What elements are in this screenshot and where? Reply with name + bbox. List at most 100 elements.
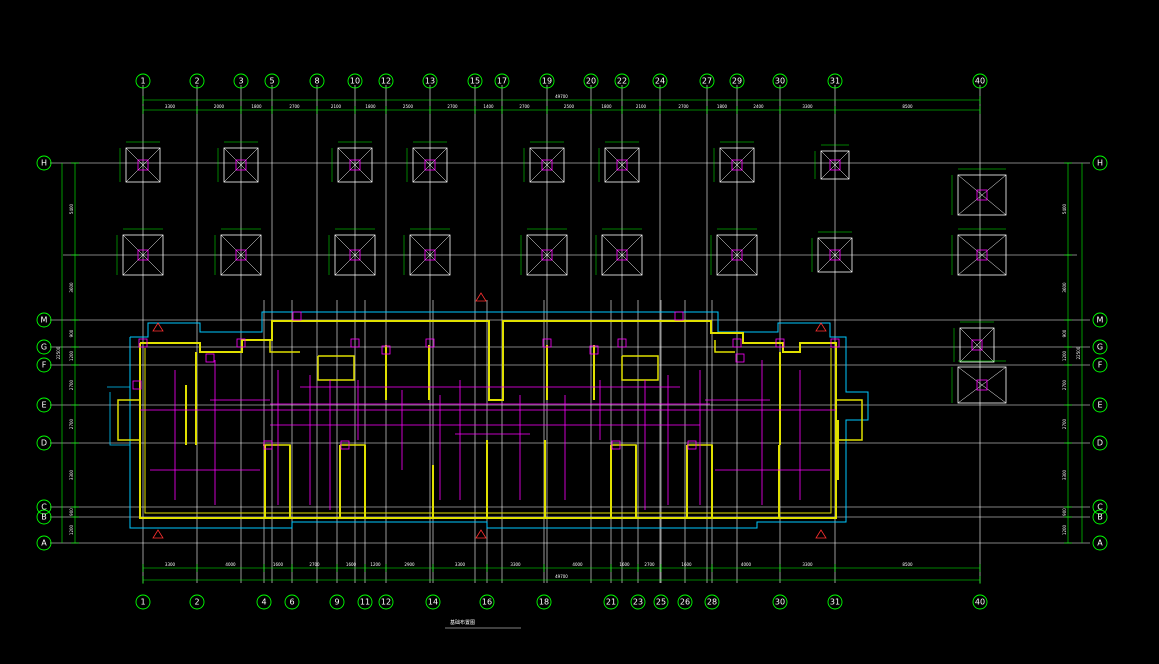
- axis-bubble-circle: [36, 339, 52, 355]
- axis-bubble-top: 22: [614, 73, 630, 89]
- column-stub: [616, 249, 628, 261]
- axis-bubble-top: 40: [972, 73, 988, 89]
- dimension-label: 3300: [1062, 469, 1067, 480]
- axis-bubble-circle: [704, 594, 720, 610]
- axis-bubble-bottom: 21: [603, 594, 619, 610]
- axis-bubble-circle: [36, 397, 52, 413]
- axis-bubble-top: 10: [347, 73, 363, 89]
- axis-bubble-top: 13: [422, 73, 438, 89]
- axis-bubble-label: E: [1097, 401, 1102, 410]
- footing-diagonal: [719, 147, 755, 183]
- axis-bubble-circle: [189, 594, 205, 610]
- footing-outline: [223, 147, 259, 183]
- axis-bubble-label: 21: [606, 598, 616, 607]
- axis-bubble-circle: [1092, 312, 1108, 328]
- drawing-title-block: 基础布置图: [445, 619, 521, 629]
- axis-bubble-circle: [1092, 509, 1108, 525]
- footing-outline: [817, 237, 853, 273]
- axis-bubble-circle: [652, 73, 668, 89]
- building-outline-left-wing: [109, 392, 130, 446]
- dimension-label: 1200: [1062, 350, 1067, 361]
- dimension-label: 1800: [717, 104, 728, 109]
- axis-bubble-circle: [1092, 339, 1108, 355]
- axis-bubble-left: E: [36, 397, 52, 413]
- dimension-label: 1800: [251, 104, 262, 109]
- axis-bubble-right: A: [1092, 535, 1108, 551]
- dimension-label: 1200: [1062, 524, 1067, 535]
- axis-bubble-label: F: [42, 361, 47, 370]
- axis-bubble-left: G: [36, 339, 52, 355]
- dimension-label: 3300: [455, 562, 466, 567]
- wall-pier: [830, 338, 840, 348]
- isolated-footing: [951, 168, 1007, 216]
- axis-bubble-circle: [827, 594, 843, 610]
- axis-bubble-label: D: [1097, 439, 1103, 448]
- dimension-label: 1600: [681, 562, 692, 567]
- axis-bubble-circle: [233, 73, 249, 89]
- axis-bubble-top: 17: [494, 73, 510, 89]
- axis-bubble-circle: [36, 435, 52, 451]
- axis-bubble-label: 22: [617, 77, 627, 86]
- axis-bubble-right: D: [1092, 435, 1108, 451]
- footing-diagonal: [526, 234, 568, 276]
- dimension-label: 3600: [1062, 282, 1067, 293]
- isolated-footing: [951, 228, 1007, 276]
- dimension-label: 1600: [346, 562, 357, 567]
- wall-pier: [589, 345, 599, 355]
- footing-outline: [719, 147, 755, 183]
- isolated-footing: [595, 228, 643, 276]
- axis-bubble-circle: [630, 594, 646, 610]
- axis-bubble-left: D: [36, 435, 52, 451]
- axis-bubble-left: A: [36, 535, 52, 551]
- axis-bubble-label: 2: [194, 598, 199, 607]
- axis-bubble-circle: [189, 73, 205, 89]
- axis-bubble-circle: [539, 73, 555, 89]
- footing-outline: [334, 234, 376, 276]
- axis-bubble-top: 29: [729, 73, 745, 89]
- axis-bubble-label: 31: [830, 77, 840, 86]
- axis-bubble-label: 40: [975, 77, 985, 86]
- column-stub: [829, 159, 841, 171]
- axis-bubble-bottom: 23: [630, 594, 646, 610]
- axis-bubble-circle: [36, 535, 52, 551]
- isolated-footing: [953, 321, 995, 363]
- axis-bubble-circle: [1092, 397, 1108, 413]
- wall-pier: [735, 353, 745, 363]
- dimension-total-label: 22500: [1076, 346, 1081, 359]
- footing-diagonal: [716, 234, 758, 276]
- axis-bubble-label: 31: [830, 598, 840, 607]
- axis-bubble-circle: [309, 73, 325, 89]
- wall-core-left2: [340, 444, 366, 452]
- column-stub: [976, 379, 988, 391]
- wall-pier: [381, 345, 391, 355]
- axis-bubble-label: 13: [425, 77, 435, 86]
- triangle-marker-icon: [152, 529, 164, 539]
- dimension-label: 2700: [309, 562, 320, 567]
- axis-bubble-label: B: [1097, 513, 1103, 522]
- wall-pier: [674, 311, 684, 321]
- section-markers: [152, 292, 827, 539]
- dimension-label: 2500: [564, 104, 575, 109]
- axis-bubble-label: 5: [269, 77, 274, 86]
- axis-bubble-top: 24: [652, 73, 668, 89]
- axis-bubble-label: 23: [633, 598, 643, 607]
- triangle-marker-icon: [475, 292, 487, 302]
- foundation-walls: [117, 320, 863, 519]
- isolated-footing: [214, 228, 262, 276]
- footing-diagonal: [817, 237, 853, 273]
- column-stub: [976, 249, 988, 261]
- axis-bubble-label: 30: [775, 77, 785, 86]
- wall-pier: [425, 338, 435, 348]
- isolated-footing: [116, 228, 164, 276]
- isolated-footing: [814, 144, 850, 180]
- axis-bubble-label: 6: [289, 598, 294, 607]
- wall-outer: [139, 320, 837, 519]
- axis-bubble-circle: [479, 594, 495, 610]
- wall-pier: [350, 338, 360, 348]
- dimension-label: 2100: [636, 104, 647, 109]
- footing-outline: [959, 327, 995, 363]
- axis-bubble-top: 8: [309, 73, 325, 89]
- dimension-label: 3300: [802, 562, 813, 567]
